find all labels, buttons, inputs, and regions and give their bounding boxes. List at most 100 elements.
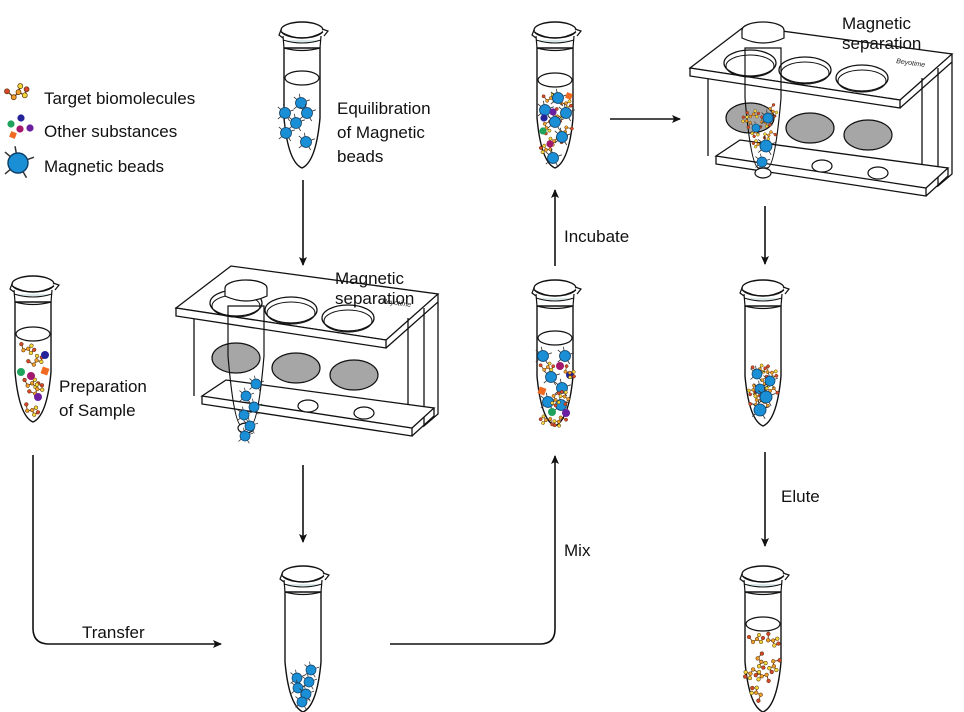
liquid-surface bbox=[284, 70, 320, 86]
tube-beads bbox=[279, 565, 331, 712]
target-biomolecule-icon bbox=[538, 414, 554, 427]
magnetic-bead-icon bbox=[545, 148, 562, 167]
step-label-equilibration-line1: Equilibration bbox=[337, 99, 431, 118]
legend-label-magnetic-beads: Magnetic beads bbox=[44, 157, 165, 176]
magnetic-bead-icon bbox=[249, 375, 265, 392]
magnet-disc bbox=[785, 112, 835, 144]
other-substance-icon bbox=[17, 368, 25, 376]
other-substance-icon bbox=[562, 409, 570, 417]
magnetic-bead-icon bbox=[558, 103, 575, 122]
other-substance-icon bbox=[17, 114, 25, 122]
other-substance-icon bbox=[26, 124, 34, 132]
magnetic-bead-icon bbox=[290, 669, 306, 686]
arrow-transfer bbox=[32, 455, 222, 648]
other-substance-icon bbox=[16, 125, 24, 133]
magnetic-bead-icon bbox=[751, 399, 770, 420]
magnetic-bead-icon bbox=[557, 346, 574, 365]
target-biomolecule-icon bbox=[19, 342, 37, 355]
liquid-surface bbox=[537, 72, 573, 88]
magnet-disc bbox=[211, 342, 261, 374]
arrow-label-incubate: Incubate bbox=[564, 227, 630, 246]
legend-label-target-biomolecules: Target biomolecules bbox=[44, 89, 196, 108]
tube-eluted bbox=[739, 565, 791, 712]
magnetic-bead-icon bbox=[304, 661, 320, 678]
target-biomolecule-icon bbox=[743, 667, 761, 681]
magnetic-bead-icon bbox=[295, 693, 311, 710]
magnetic-bead-icon bbox=[4, 146, 35, 179]
magnetic-bead-icon bbox=[278, 123, 295, 142]
magnetic-bead-icon bbox=[750, 365, 766, 382]
other-substance-icon bbox=[40, 366, 50, 376]
arrow-mix bbox=[390, 455, 559, 645]
magnetic-bead-icon bbox=[277, 103, 294, 122]
target-biomolecule-icon bbox=[538, 361, 556, 372]
target-biomolecule-icon bbox=[26, 353, 44, 367]
rack-hole bbox=[835, 64, 889, 92]
magnetic-bead-icon bbox=[239, 387, 255, 404]
target-biomolecule-icon bbox=[745, 109, 761, 119]
tube-washed bbox=[739, 279, 791, 427]
magnetic-bead-icon bbox=[550, 88, 567, 107]
base-disc bbox=[867, 166, 889, 180]
rack-hole bbox=[723, 49, 777, 77]
magnetic-bead-icon bbox=[299, 685, 315, 702]
target-biomolecule-icon bbox=[767, 658, 782, 674]
base-disc bbox=[297, 399, 319, 413]
step-label-separation-1-line1: Magnetic bbox=[335, 269, 404, 288]
other-substance-icon bbox=[540, 114, 548, 122]
rack-brand-label: Beyotime bbox=[382, 298, 412, 309]
other-substance-icon bbox=[41, 351, 49, 359]
magnetic-bead-icon bbox=[755, 153, 771, 170]
liquid-surface bbox=[745, 616, 781, 632]
magnetic-bead-icon bbox=[757, 386, 776, 407]
magnetic-bead-icon bbox=[554, 127, 571, 146]
step-label-separation-2-line2: separation bbox=[842, 34, 922, 53]
tube-in-rack-2 bbox=[741, 21, 785, 179]
tube-sample bbox=[9, 275, 61, 423]
target-biomolecule-icon bbox=[753, 670, 771, 683]
magnetic-bead-icon bbox=[535, 346, 552, 365]
arrow-label-transfer: Transfer bbox=[82, 623, 145, 642]
target-biomolecule-icon bbox=[563, 364, 576, 380]
other-substance-icon bbox=[7, 120, 15, 128]
other-substance-icon bbox=[537, 386, 547, 396]
liquid-surface bbox=[15, 326, 51, 342]
step-label-separation-2-line1: Magnetic bbox=[842, 14, 911, 33]
rack-hole bbox=[264, 296, 318, 324]
base-disc bbox=[811, 159, 833, 173]
magnetic-bead-icon bbox=[247, 398, 263, 415]
other-substance-icon bbox=[9, 131, 17, 139]
magnet-disc bbox=[329, 359, 379, 391]
target-biomolecule-icon bbox=[558, 390, 571, 406]
target-biomolecule-icon bbox=[746, 632, 766, 645]
other-substance-icon bbox=[565, 92, 573, 100]
target-biomolecule-icon bbox=[755, 651, 768, 670]
other-substance-icon bbox=[549, 108, 557, 116]
rack-brand-label: Beyotime bbox=[896, 58, 926, 69]
other-substance-icon bbox=[539, 127, 547, 135]
step-label-equilibration-line3: beads bbox=[337, 147, 384, 166]
other-substance-icon bbox=[34, 393, 42, 401]
other-substance-icon bbox=[548, 408, 556, 416]
target-biomolecule-icon bbox=[539, 143, 554, 157]
other-substance-icon bbox=[546, 140, 554, 148]
target-biomolecule-icon bbox=[27, 382, 45, 396]
magnetic-bead-icon bbox=[243, 417, 259, 434]
target-biomolecule-icon bbox=[766, 631, 781, 648]
magnetic-bead-icon bbox=[750, 121, 763, 135]
target-biomolecule-icon bbox=[741, 115, 752, 129]
magnetic-bead-icon bbox=[763, 372, 779, 389]
magnet-disc bbox=[271, 352, 321, 384]
tube-incubated bbox=[531, 21, 583, 169]
tube-body bbox=[14, 301, 52, 423]
magnetic-bead-icon bbox=[757, 135, 776, 156]
step-label-preparation-line1: Preparation bbox=[59, 377, 147, 396]
magnetic-bead-icon bbox=[238, 427, 254, 444]
step-label-equilibration-line2: of Magnetic bbox=[337, 123, 425, 142]
target-biomolecule-icon bbox=[4, 83, 30, 101]
magnet-disc bbox=[843, 119, 893, 151]
step-label-separation-1-line2: separation bbox=[335, 289, 415, 308]
tube-in-rack-1 bbox=[224, 279, 268, 444]
magnetic-bead-icon bbox=[298, 132, 315, 151]
